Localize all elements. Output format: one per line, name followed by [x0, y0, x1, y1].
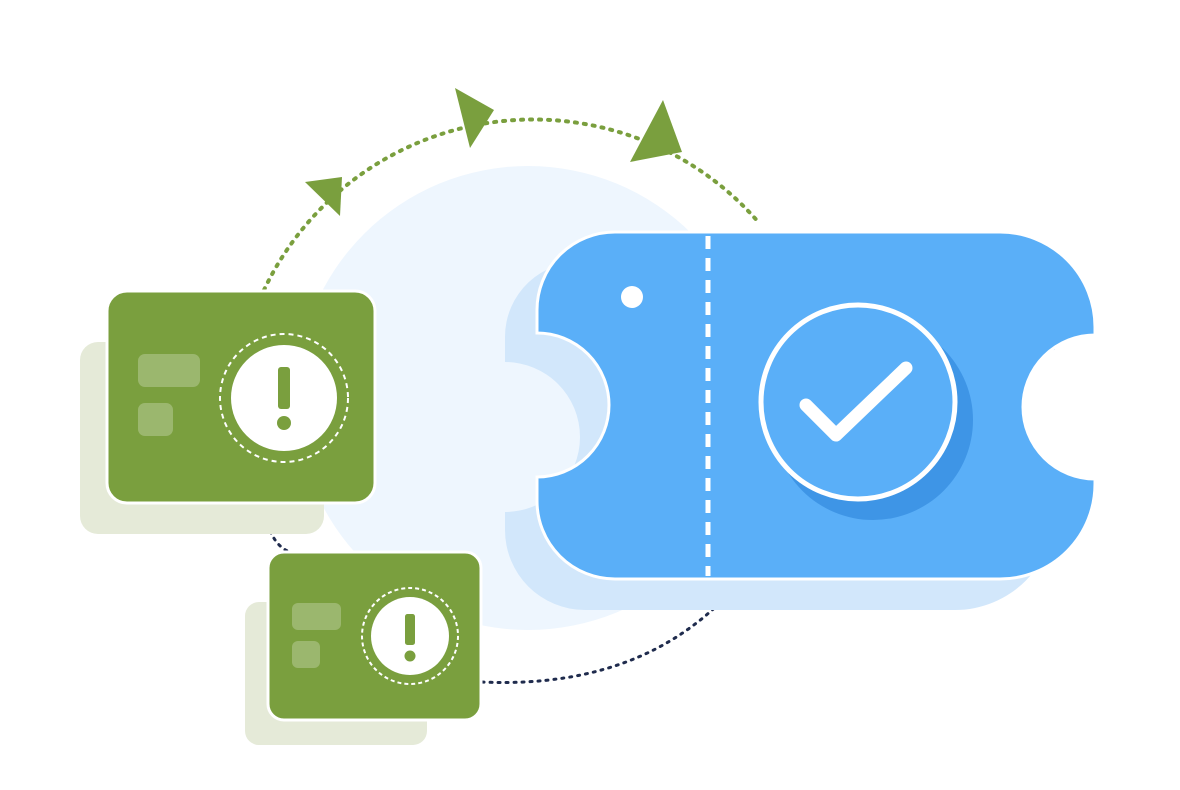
- exclamation-icon: [404, 614, 416, 662]
- card-chip: [138, 403, 173, 436]
- card-chip: [138, 354, 200, 387]
- alert-ring: [219, 333, 349, 463]
- alert-card-large: [80, 289, 377, 534]
- arrow-icon: [630, 100, 682, 162]
- alert-card-small: [245, 550, 483, 745]
- check-badge: [758, 302, 958, 502]
- orbit-arc-green: [262, 117, 762, 292]
- connector-dark-bottom: [480, 564, 754, 684]
- check-icon: [799, 361, 913, 442]
- arrow-icon: [305, 177, 342, 216]
- card-chip: [292, 641, 320, 668]
- exclamation-icon: [277, 367, 291, 430]
- alert-ring: [361, 587, 459, 685]
- arrow-icon: [455, 88, 494, 148]
- hole-icon: [621, 286, 643, 308]
- card-chip: [292, 603, 341, 630]
